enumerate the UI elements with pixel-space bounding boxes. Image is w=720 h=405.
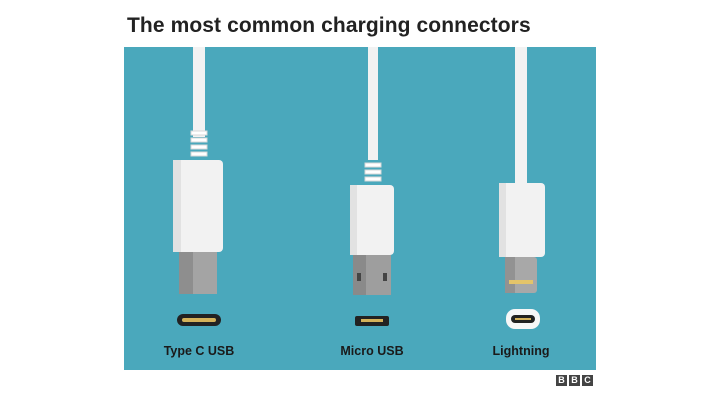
type-c-usb-label: Type C USB [163,344,235,358]
type-c-plug-icon [173,47,223,326]
connectors-illustration [173,47,545,329]
lightning-plug-icon [499,47,545,329]
bbc-logo-letter: C [582,375,593,386]
lightning-label: Lightning [492,344,550,358]
connectors-panel: Type C USB Micro USB Lightning [124,47,596,370]
chart-title: The most common charging connectors [127,14,531,37]
bbc-logo-letter: B [556,375,567,386]
bbc-logo: B B C [556,375,593,386]
micro-usb-plug-icon [350,47,394,326]
micro-usb-label: Micro USB [340,344,404,358]
bbc-logo-letter: B [569,375,580,386]
